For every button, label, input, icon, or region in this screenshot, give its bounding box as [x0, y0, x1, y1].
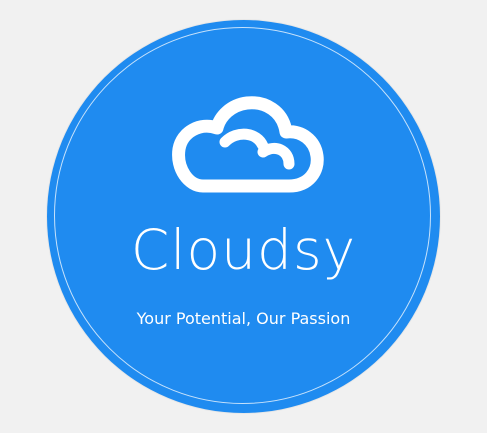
cloud-icon: [172, 96, 324, 193]
tagline: Your Potential, Our Passion: [136, 309, 351, 328]
brand-name: Cloudsy: [130, 218, 357, 282]
logo-circle-ring: [54, 27, 431, 404]
